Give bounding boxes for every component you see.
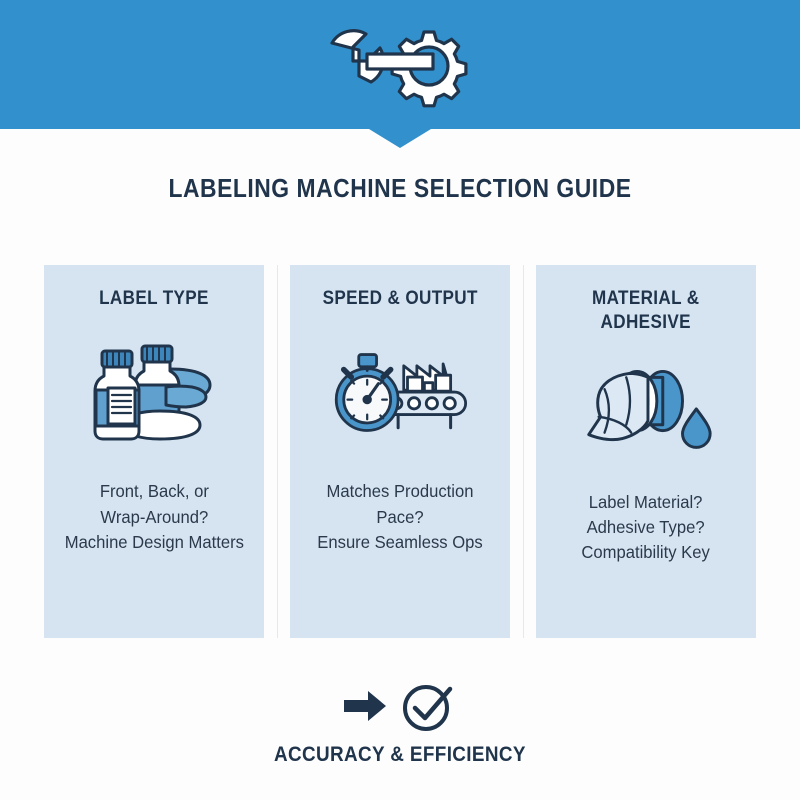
card-title: MATERIAL & ADHESIVE [592,288,700,334]
card-body: Front, Back, or Wrap-Around? Machine Des… [64,481,244,553]
stopwatch-conveyor-icon [325,333,475,453]
page-title: LABELING MACHINE SELECTION GUIDE [168,173,632,203]
circle-check-icon [403,685,453,731]
card-divider [522,265,524,638]
label-roll-droplet-icon [571,344,721,464]
card-title: SPEED & OUTPUT [322,288,478,309]
cards-row: LABEL TYPE [44,265,756,638]
card-material-adhesive[interactable]: MATERIAL & ADHESIVE [536,265,756,638]
footer-label: ACCURACY & EFFICIENCY [274,743,526,766]
bottles-label-wrap-icon [79,333,229,453]
card-speed-output[interactable]: SPEED & OUTPUT [290,265,510,638]
card-title: LABEL TYPE [99,288,209,309]
footer: ACCURACY & EFFICIENCY [0,678,800,767]
card-label-type[interactable]: LABEL TYPE [44,265,264,638]
header-triangle-pointer [369,129,431,148]
wrench-gear-icon [320,18,480,114]
card-body: Matches Production Pace? Ensure Seamless… [317,481,483,553]
footer-icons [344,678,456,734]
header-banner [0,0,800,129]
card-divider [276,265,278,638]
right-arrow-icon [344,691,386,721]
card-body: Label Material? Adhesive Type? Compatibi… [581,491,711,563]
